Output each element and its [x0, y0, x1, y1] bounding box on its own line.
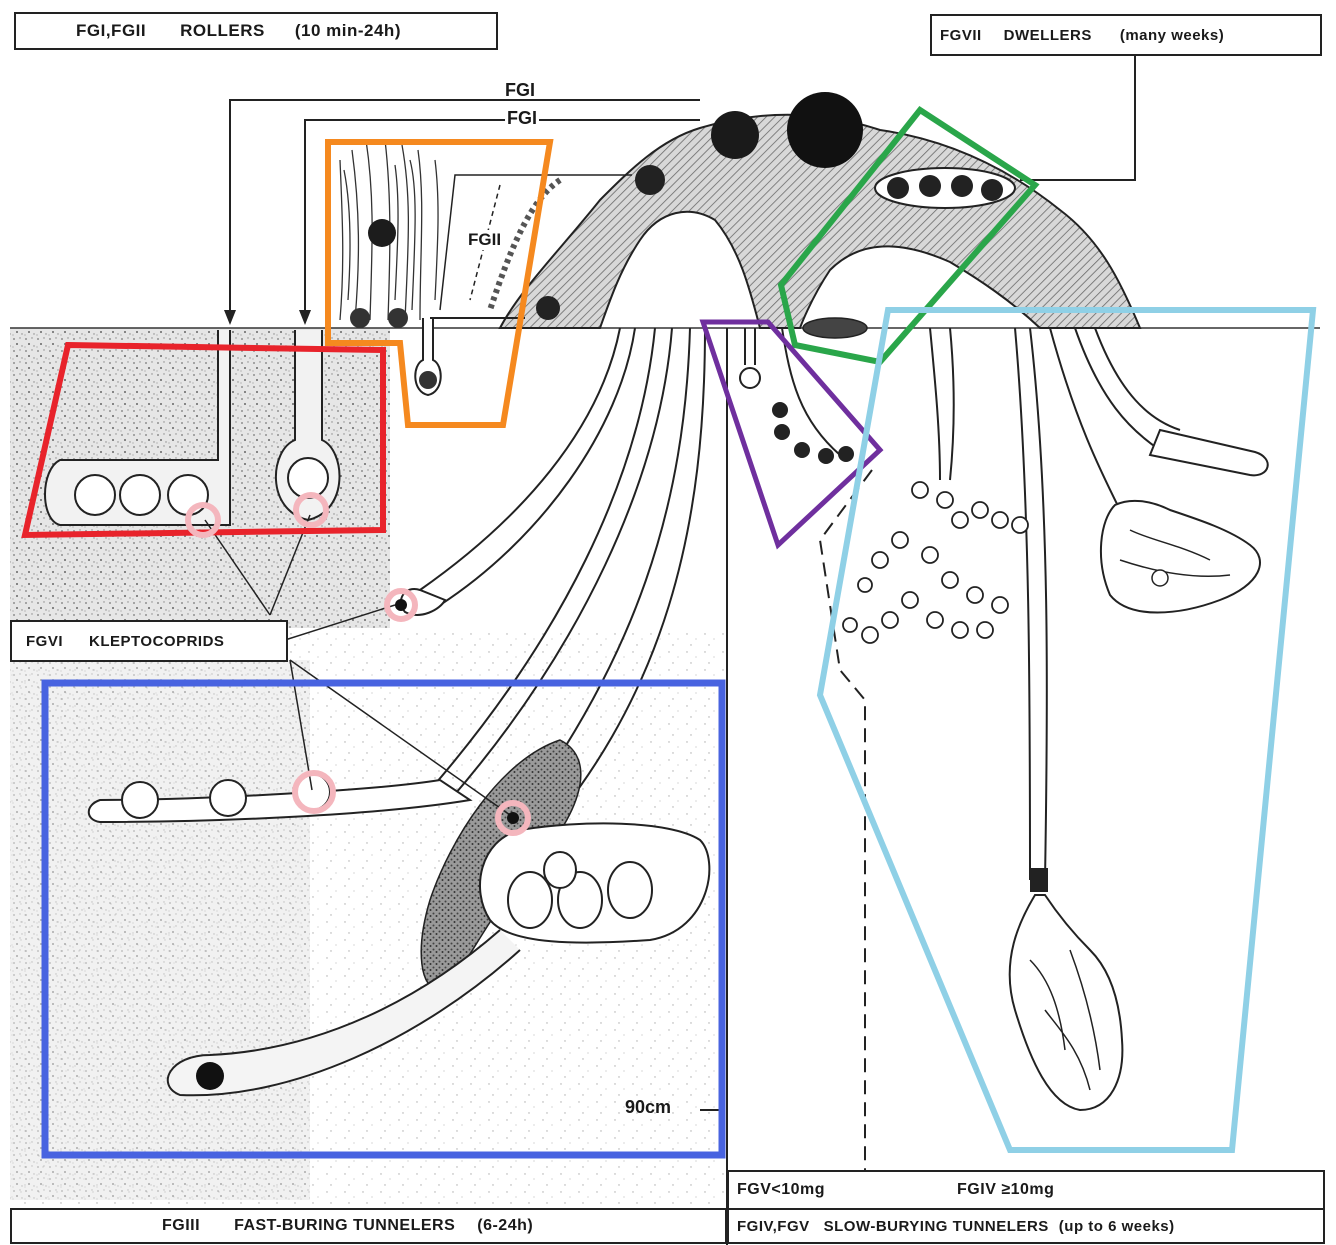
fgv-ball: [740, 368, 760, 388]
depth-label: 90cm: [625, 1097, 671, 1118]
fgiii-deep-ball: [196, 1062, 224, 1090]
dwellers-label-box: FGVII DWELLERS (many weeks): [930, 14, 1322, 56]
dwellers-group: FGVII: [940, 27, 982, 44]
fgv-ball: [794, 442, 810, 458]
dung-ball: [635, 165, 665, 195]
fgii-label: FGII: [468, 230, 501, 250]
fast-tunnelers-time: (6-24h): [477, 1217, 533, 1235]
rollers-name: ROLLERS: [180, 21, 265, 41]
fgi-second-label: FGI: [505, 108, 539, 129]
roller-ball: [388, 308, 408, 328]
dweller-brood-ball: [981, 179, 1003, 201]
slow-tunnelers-group: FGIV,FGV: [737, 1218, 810, 1235]
kleptocoprids-name: KLEPTOCOPRIDS: [89, 633, 224, 650]
weight-label-box: FGV<10mg FGIV ≥10mg: [727, 1170, 1325, 1208]
kleptocoprids-label-box: FGVI KLEPTOCOPRIDS: [10, 620, 288, 662]
fgi-top-label: FGI: [505, 80, 535, 101]
klepto-beetle: [395, 599, 407, 611]
dweller-brood-ball: [951, 175, 973, 197]
soil-background-left-dense: [10, 660, 310, 1200]
roller-ball: [368, 219, 396, 247]
slow-tunnelers-label-box: FGIV,FGV SLOW-BURYING TUNNELERS (up to 6…: [727, 1208, 1325, 1244]
fgiv-cluster-ball: [1152, 570, 1168, 586]
rollers-group: FGI,FGII: [76, 21, 146, 41]
fgi-arrowhead: [224, 310, 236, 325]
klepto-beetle: [507, 812, 519, 824]
roller-burrow-ball: [419, 371, 437, 389]
dwellers-time: (many weeks): [1120, 27, 1224, 44]
fgiv-weight: FGIV ≥10mg: [957, 1181, 1054, 1199]
fgv-weight: FGV<10mg: [737, 1181, 825, 1199]
fgv-ball: [774, 424, 790, 440]
fast-tunnelers-group: FGIII: [162, 1217, 200, 1235]
fgv-ball: [818, 448, 834, 464]
dweller-brood-ball: [887, 177, 909, 199]
dweller-brood-ball: [919, 175, 941, 197]
dwellers-name: DWELLERS: [1004, 27, 1092, 44]
fgv-ball: [838, 446, 854, 462]
kleptocoprids-group: FGVI: [26, 633, 63, 650]
dung-ball: [711, 111, 759, 159]
fgiv-deep-cluster: [1010, 895, 1123, 1110]
fgiv-finger-tunnel: [1150, 430, 1268, 475]
slow-tunnelers-name: SLOW-BURYING TUNNELERS: [824, 1218, 1049, 1235]
fast-tunnelers-label-box: FGIII FAST-BURING TUNNELERS (6-24h): [10, 1208, 727, 1244]
fgiv-branch-chambers: [843, 482, 1028, 643]
fgiv-cluster-chamber-upper: [1101, 501, 1260, 613]
fgiv-shaft-dark-band: [1030, 868, 1048, 892]
dung-ball: [787, 92, 863, 168]
roller-ball: [350, 308, 370, 328]
dung-ball: [536, 296, 560, 320]
rollers-time: (10 min-24h): [295, 21, 401, 41]
dweller-chamber-low: [803, 318, 867, 338]
fgv-fgiv-dashed-divider: [820, 470, 872, 1170]
fgi-arrowhead-2: [299, 310, 311, 325]
fast-tunnelers-name: FAST-BURING TUNNELERS: [234, 1217, 455, 1235]
slow-tunnelers-time: (up to 6 weeks): [1059, 1218, 1175, 1235]
fgvii-connector: [1020, 56, 1135, 180]
fgv-ball: [772, 402, 788, 418]
rollers-label-box: FGI,FGII ROLLERS (10 min-24h): [14, 12, 498, 50]
